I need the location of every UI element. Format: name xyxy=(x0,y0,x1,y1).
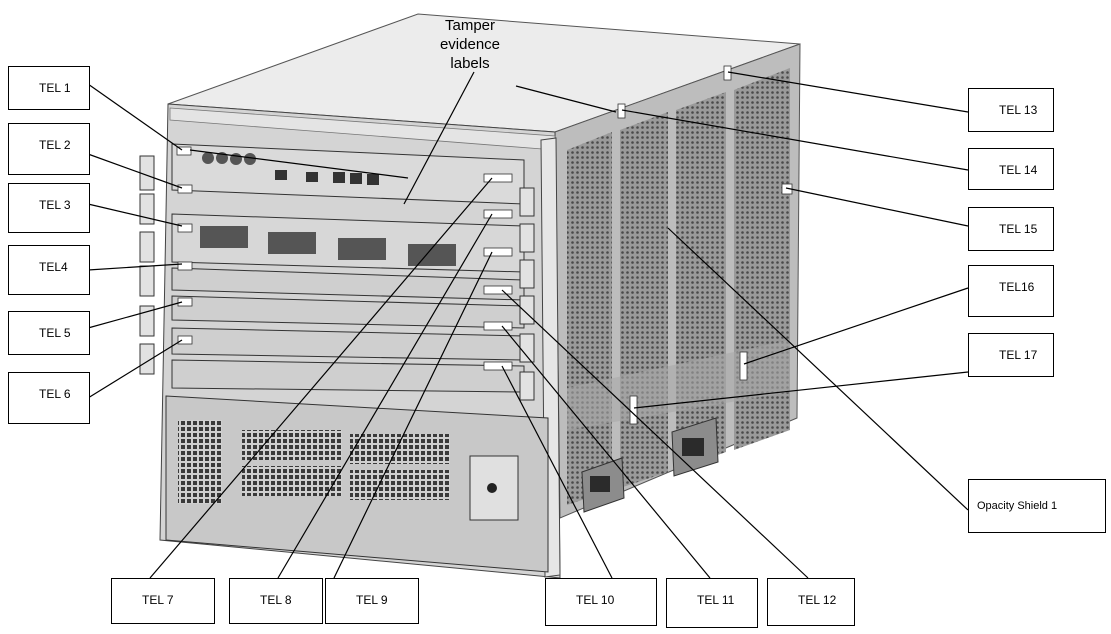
callout-tel-7: TEL 7 xyxy=(111,578,215,624)
slot-4 xyxy=(171,295,525,329)
opacity-shield-band xyxy=(567,340,790,430)
key-lock xyxy=(469,455,519,521)
slot-6 xyxy=(171,359,525,393)
callout-tel-3: TEL 3 xyxy=(8,183,90,233)
leader-lines xyxy=(87,71,969,579)
callout-tel-10: TEL 10 xyxy=(545,578,657,626)
title-line-2: evidence xyxy=(439,36,501,53)
callout-tel-17: TEL 17 xyxy=(968,333,1054,377)
right-handles xyxy=(519,187,535,401)
callout-tel-15: TEL 15 xyxy=(968,207,1054,251)
slot-2 xyxy=(171,213,525,273)
tamper-evidence-title: Tamper evidence labels xyxy=(410,16,530,73)
title-line-1: Tamper xyxy=(444,17,496,34)
left-handles xyxy=(139,155,155,375)
callout-tel-13: TEL 13 xyxy=(968,88,1054,132)
fan-grill-3 xyxy=(242,466,342,496)
fan-grill-1 xyxy=(242,430,342,460)
fan-grill-left xyxy=(178,420,222,504)
fan-grill-2 xyxy=(350,434,450,464)
callout-tel-9: TEL 9 xyxy=(325,578,419,624)
fan-grill-4 xyxy=(350,470,450,500)
callout-tel-14: TEL 14 xyxy=(968,148,1054,190)
callout-tel-6: TEL 6 xyxy=(8,372,90,424)
callout-tel-11: TEL 11 xyxy=(666,578,758,628)
side-vent-1 xyxy=(567,132,612,505)
side-vent-3 xyxy=(676,92,726,470)
callout-tel-16: TEL16 xyxy=(968,265,1054,317)
callout-tel-1: TEL 1 xyxy=(8,66,90,110)
callout-tel-2: TEL 2 xyxy=(8,123,90,175)
side-vent-2 xyxy=(620,112,668,488)
callout-tel-8: TEL 8 xyxy=(229,578,323,624)
callout-opacity-shield-1: Opacity Shield 1 xyxy=(968,479,1106,533)
tamper-labels xyxy=(176,65,793,425)
title-line-3: labels xyxy=(450,55,490,72)
callout-tel-12: TEL 12 xyxy=(767,578,855,626)
callout-tel-5: TEL 5 xyxy=(8,311,90,355)
callout-tel-4: TEL4 xyxy=(8,245,90,295)
power-inlet-1 xyxy=(581,457,625,513)
